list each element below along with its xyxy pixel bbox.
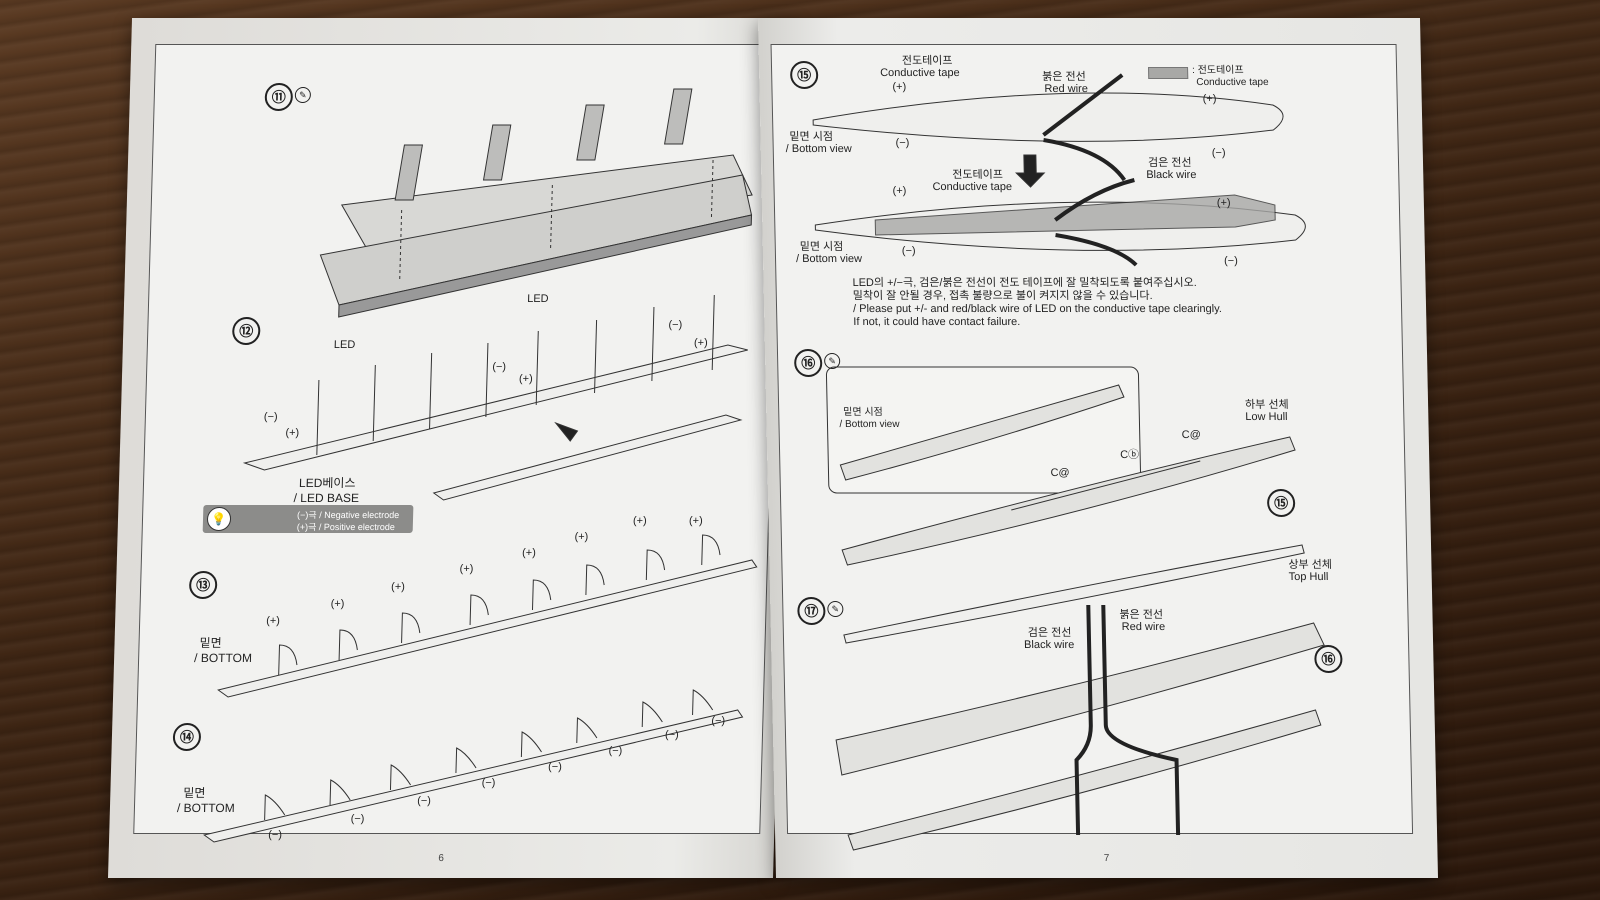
step-16-reference: ⑯ bbox=[1314, 645, 1343, 673]
low-hull-label-kr: 하부 선체 bbox=[1244, 399, 1289, 411]
left-page-frame: ⑪ ✎ ⑫ LED LED (−) (+) (−) (+) (−) (+) LE… bbox=[133, 44, 783, 843]
tape-key-swatch bbox=[1148, 67, 1189, 79]
right-page-illustrations bbox=[812, 73, 1325, 851]
low-hull-drawing bbox=[825, 366, 1296, 566]
note-line: 밀착이 잘 안될 경우, 접촉 불량으로 불이 켜지지 않을 수 있습니다. bbox=[852, 290, 1153, 302]
plus-label: (+) bbox=[1202, 93, 1217, 105]
minus-label: (−) bbox=[481, 777, 496, 789]
minus-label: (−) bbox=[263, 411, 278, 423]
black-wire-label-en: Black wire bbox=[1023, 639, 1075, 651]
black-wire-label-kr: 검은 전선 bbox=[1147, 157, 1192, 169]
plus-label: (+) bbox=[459, 563, 474, 575]
top-hull-label-en: Top Hull bbox=[1288, 571, 1329, 583]
led-base-label-en: / LED BASE bbox=[293, 491, 360, 505]
conductive-tape-label-en: Conductive tape bbox=[932, 181, 1013, 193]
plus-label: (+) bbox=[574, 531, 589, 543]
part-ca-label: C@ bbox=[1181, 429, 1201, 441]
led-bulb-icon: 💡 bbox=[206, 507, 232, 531]
bottom-view-tape-drawing bbox=[812, 73, 1306, 267]
plus-label: (+) bbox=[1216, 197, 1231, 209]
left-page: ⑪ ✎ ⑫ LED LED (−) (+) (−) (+) (−) (+) LE… bbox=[108, 18, 798, 878]
plus-label: (+) bbox=[693, 337, 708, 349]
black-wire-label-en: Black wire bbox=[1146, 169, 1197, 181]
red-wire-label-en: Red wire bbox=[1121, 621, 1166, 633]
right-page-frame: ⑮ 전도테이프 Conductive tape 붉은 전선 Red wire :… bbox=[770, 44, 1414, 851]
plus-label: (+) bbox=[892, 81, 907, 93]
part-cb-label: Cⓑ bbox=[1120, 449, 1140, 461]
low-hull-label-en: Low Hull bbox=[1245, 411, 1288, 423]
tape-key-label-kr: : 전도테이프 bbox=[1191, 65, 1244, 76]
minus-label: (−) bbox=[901, 245, 916, 257]
conductive-tape-label-kr: 전도테이프 bbox=[901, 55, 953, 67]
minus-label: (−) bbox=[268, 829, 283, 841]
step-17-number: ⑰ bbox=[797, 597, 826, 625]
minus-label: (−) bbox=[664, 729, 679, 741]
led-label: LED bbox=[527, 293, 549, 305]
conductive-tape-label-en: Conductive tape bbox=[880, 67, 960, 79]
minus-label: (−) bbox=[1223, 255, 1238, 267]
bottom-label-kr: 밑면 bbox=[199, 636, 222, 650]
red-wire-label-en: Red wire bbox=[1044, 83, 1089, 95]
glue-icon: ✎ bbox=[827, 601, 844, 617]
page-number: 6 bbox=[438, 853, 444, 864]
plus-label: (+) bbox=[390, 581, 406, 593]
plus-label: (+) bbox=[521, 547, 536, 559]
led-tape-instruction: LED의 +/−극, 검은/붉은 전선이 전도 테이프에 잘 밀착되도록 붙여주… bbox=[852, 277, 1222, 329]
black-wire-label-kr: 검은 전선 bbox=[1027, 627, 1072, 639]
step-15-reference: ⑮ bbox=[1266, 489, 1296, 517]
plus-label: (+) bbox=[285, 427, 300, 439]
part-ca-label: C@ bbox=[1050, 467, 1070, 479]
minus-label: (−) bbox=[711, 715, 726, 727]
bottom-label-kr: 밑면 bbox=[183, 786, 206, 800]
bottom-view-label-kr: 밑면 시점 bbox=[789, 131, 834, 143]
note-line: If not, it could have contact failure. bbox=[853, 316, 1021, 328]
tape-key-label-en: Conductive tape bbox=[1196, 77, 1269, 88]
bottom-view-label-kr: 밑면 시점 bbox=[843, 407, 883, 418]
step-15-number: ⑮ bbox=[789, 61, 819, 89]
step-16-number: ⑯ bbox=[793, 349, 823, 377]
right-page: ⑮ 전도테이프 Conductive tape 붉은 전선 Red wire :… bbox=[757, 18, 1438, 878]
bottom-view-label-en: / Bottom view bbox=[785, 143, 852, 155]
plus-label: (+) bbox=[518, 373, 533, 385]
bottom-view-label-en: / Bottom view bbox=[839, 419, 900, 430]
bottom-label-en: / BOTTOM bbox=[176, 801, 235, 815]
top-hull-label-kr: 상부 선체 bbox=[1288, 559, 1333, 571]
conductive-tape-label-kr: 전도테이프 bbox=[952, 169, 1004, 181]
bottom-view-label-kr: 밑면 시점 bbox=[799, 241, 844, 253]
minus-label: (−) bbox=[547, 761, 563, 773]
note-line: / Please put +/- and red/black wire of L… bbox=[852, 303, 1223, 315]
plus-label: (+) bbox=[688, 515, 703, 527]
led-label: LED bbox=[333, 339, 356, 351]
positive-electrode-label: (+)극 / Positive electrode bbox=[296, 522, 396, 532]
plus-label: (+) bbox=[892, 185, 907, 197]
red-wire-label-kr: 붉은 전선 bbox=[1119, 609, 1164, 621]
plus-label: (+) bbox=[330, 598, 345, 610]
top-hull-drawing bbox=[835, 544, 1325, 851]
red-wire-label-kr: 붉은 전선 bbox=[1042, 71, 1086, 83]
minus-label: (−) bbox=[895, 137, 910, 149]
minus-label: (−) bbox=[350, 813, 365, 825]
minus-label: (−) bbox=[416, 795, 432, 807]
instruction-booklet: ⑪ ✎ ⑫ LED LED (−) (+) (−) (+) (−) (+) LE… bbox=[108, 18, 1438, 888]
led-bent-minus-drawing bbox=[203, 689, 744, 843]
minus-label: (−) bbox=[1211, 147, 1226, 159]
bottom-label-en: / BOTTOM bbox=[193, 651, 253, 665]
led-base-label-kr: LED베이스 bbox=[298, 476, 356, 490]
plus-label: (+) bbox=[266, 615, 281, 627]
led-base-drawing bbox=[242, 295, 748, 501]
led-bent-plus-drawing bbox=[217, 534, 758, 698]
minus-label: (−) bbox=[608, 745, 623, 757]
plus-label: (+) bbox=[632, 515, 647, 527]
left-page-illustrations bbox=[203, 88, 758, 843]
bottom-view-label-en: / Bottom view bbox=[795, 253, 863, 265]
minus-label: (−) bbox=[668, 319, 683, 331]
minus-label: (−) bbox=[492, 361, 507, 373]
glue-icon: ✎ bbox=[824, 353, 841, 369]
note-line: LED의 +/−극, 검은/붉은 전선이 전도 테이프에 잘 밀착되도록 붙여주… bbox=[852, 277, 1197, 289]
page-number: 7 bbox=[1103, 853, 1110, 864]
electrode-legend: 💡 (−)극 / Negative electrode (+)극 / Posit… bbox=[202, 505, 414, 533]
titanic-assembly-drawing bbox=[319, 88, 753, 318]
